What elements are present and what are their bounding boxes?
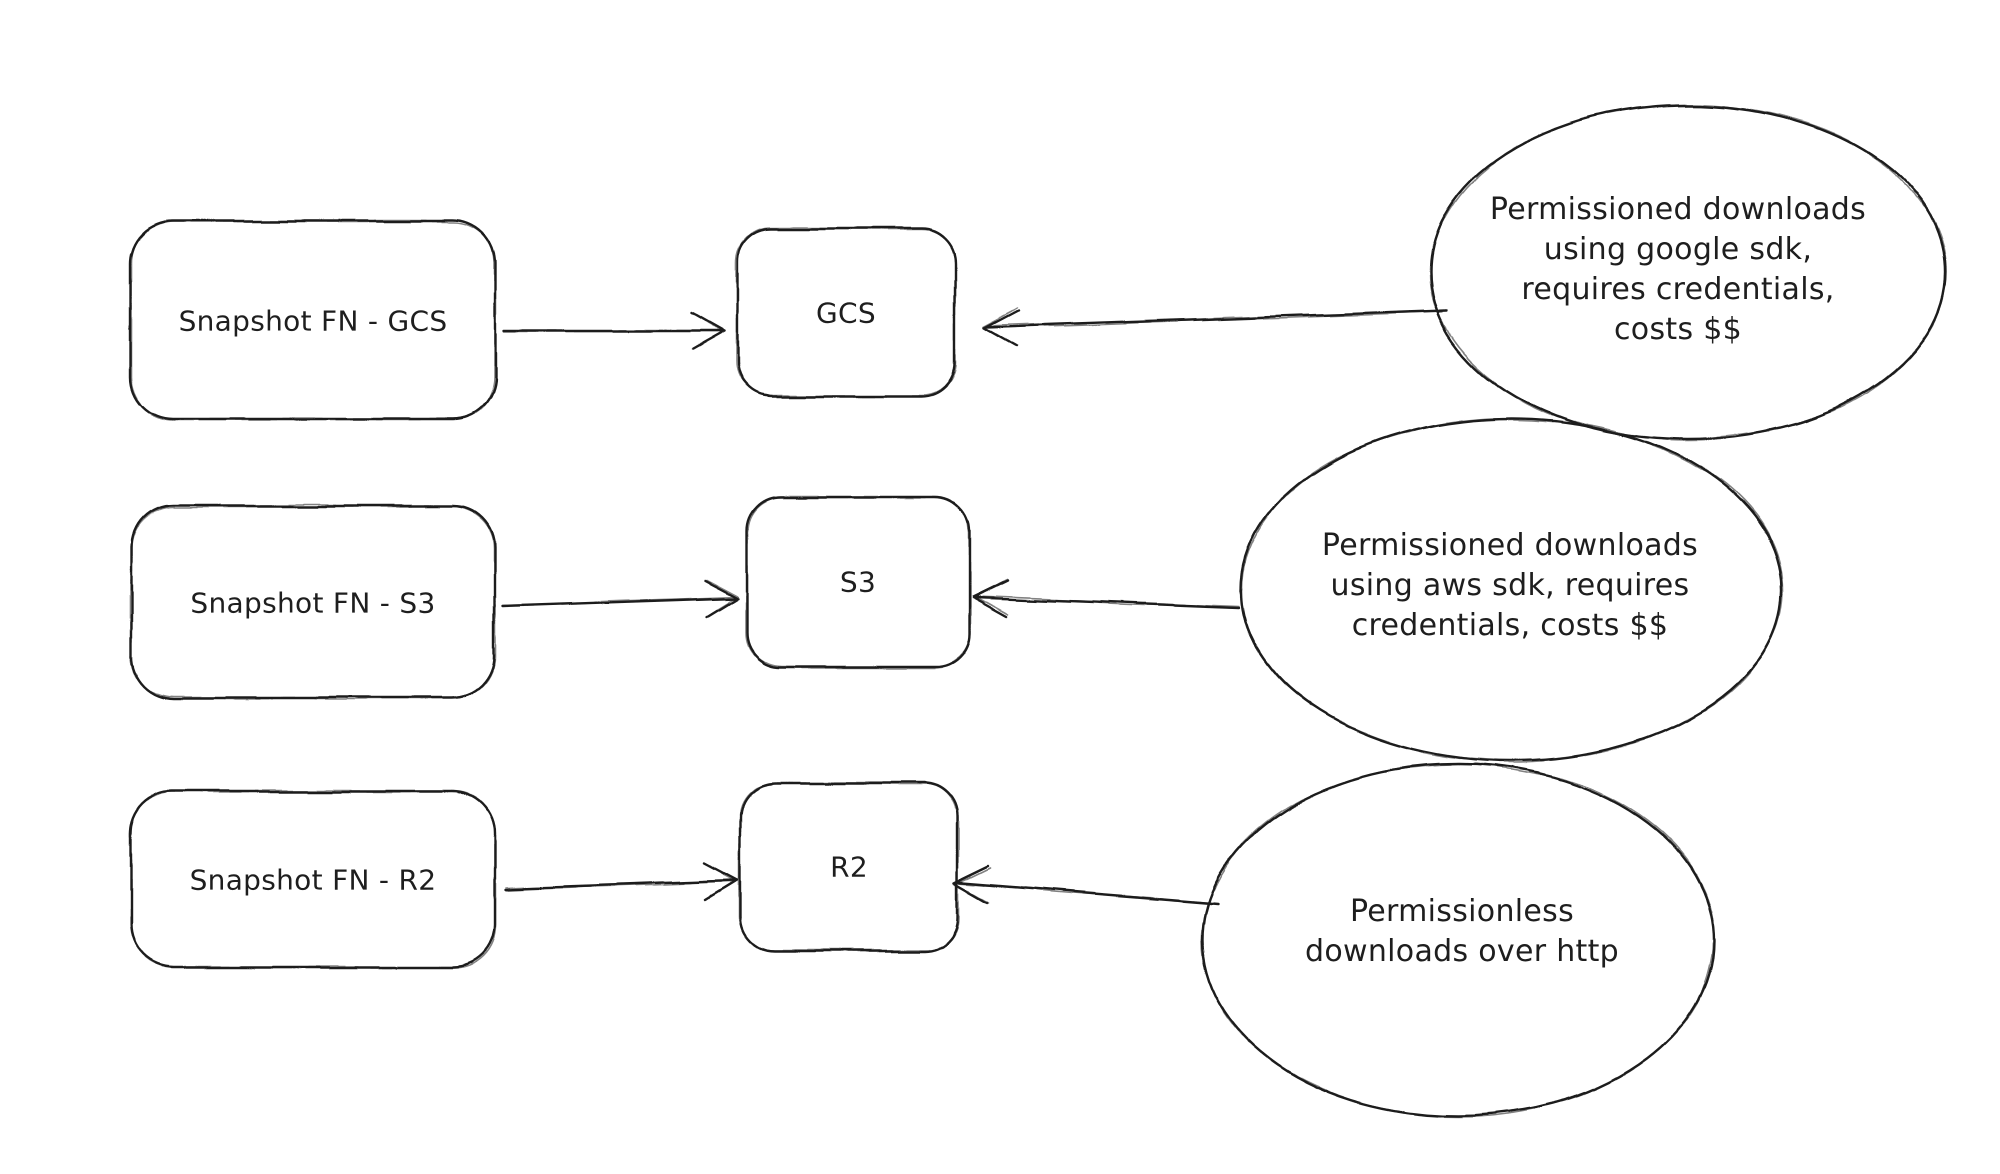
note-r2-line-2: downloads over http: [1305, 934, 1619, 969]
s3-label: S3: [839, 565, 877, 599]
note-r2-line-1: Permissionless: [1349, 894, 1575, 929]
note-gcs-text: Permissioned downloads using google sdk,…: [1490, 190, 1866, 350]
note-r2-text: Permissionless downloads over http: [1305, 892, 1619, 972]
snapshot-s3-label: Snapshot FN - S3: [190, 586, 436, 620]
snapshot-r2-label: Snapshot FN - R2: [189, 863, 437, 897]
note-s3-line-2: using aws sdk, requires: [1330, 568, 1690, 603]
note-s3-text: Permissioned downloads using aws sdk, re…: [1322, 526, 1698, 646]
arrow-note-gcs-to-gcs: [982, 308, 1449, 348]
note-gcs-line-2: using google sdk,: [1543, 232, 1813, 267]
note-s3-line-3: credentials, costs $$: [1351, 608, 1669, 643]
snapshot-gcs-label: Snapshot FN - GCS: [178, 304, 448, 338]
note-s3-line-1: Permissioned downloads: [1321, 528, 1699, 563]
r2-label: R2: [830, 850, 868, 884]
note-gcs-line-1: Permissioned downloads: [1489, 192, 1867, 227]
sketch-overlay: [130, 104, 1947, 1117]
gcs-label: GCS: [816, 296, 876, 330]
note-gcs-line-3: requires credentials,: [1521, 272, 1835, 307]
note-gcs-line-4: costs $$: [1614, 312, 1742, 347]
